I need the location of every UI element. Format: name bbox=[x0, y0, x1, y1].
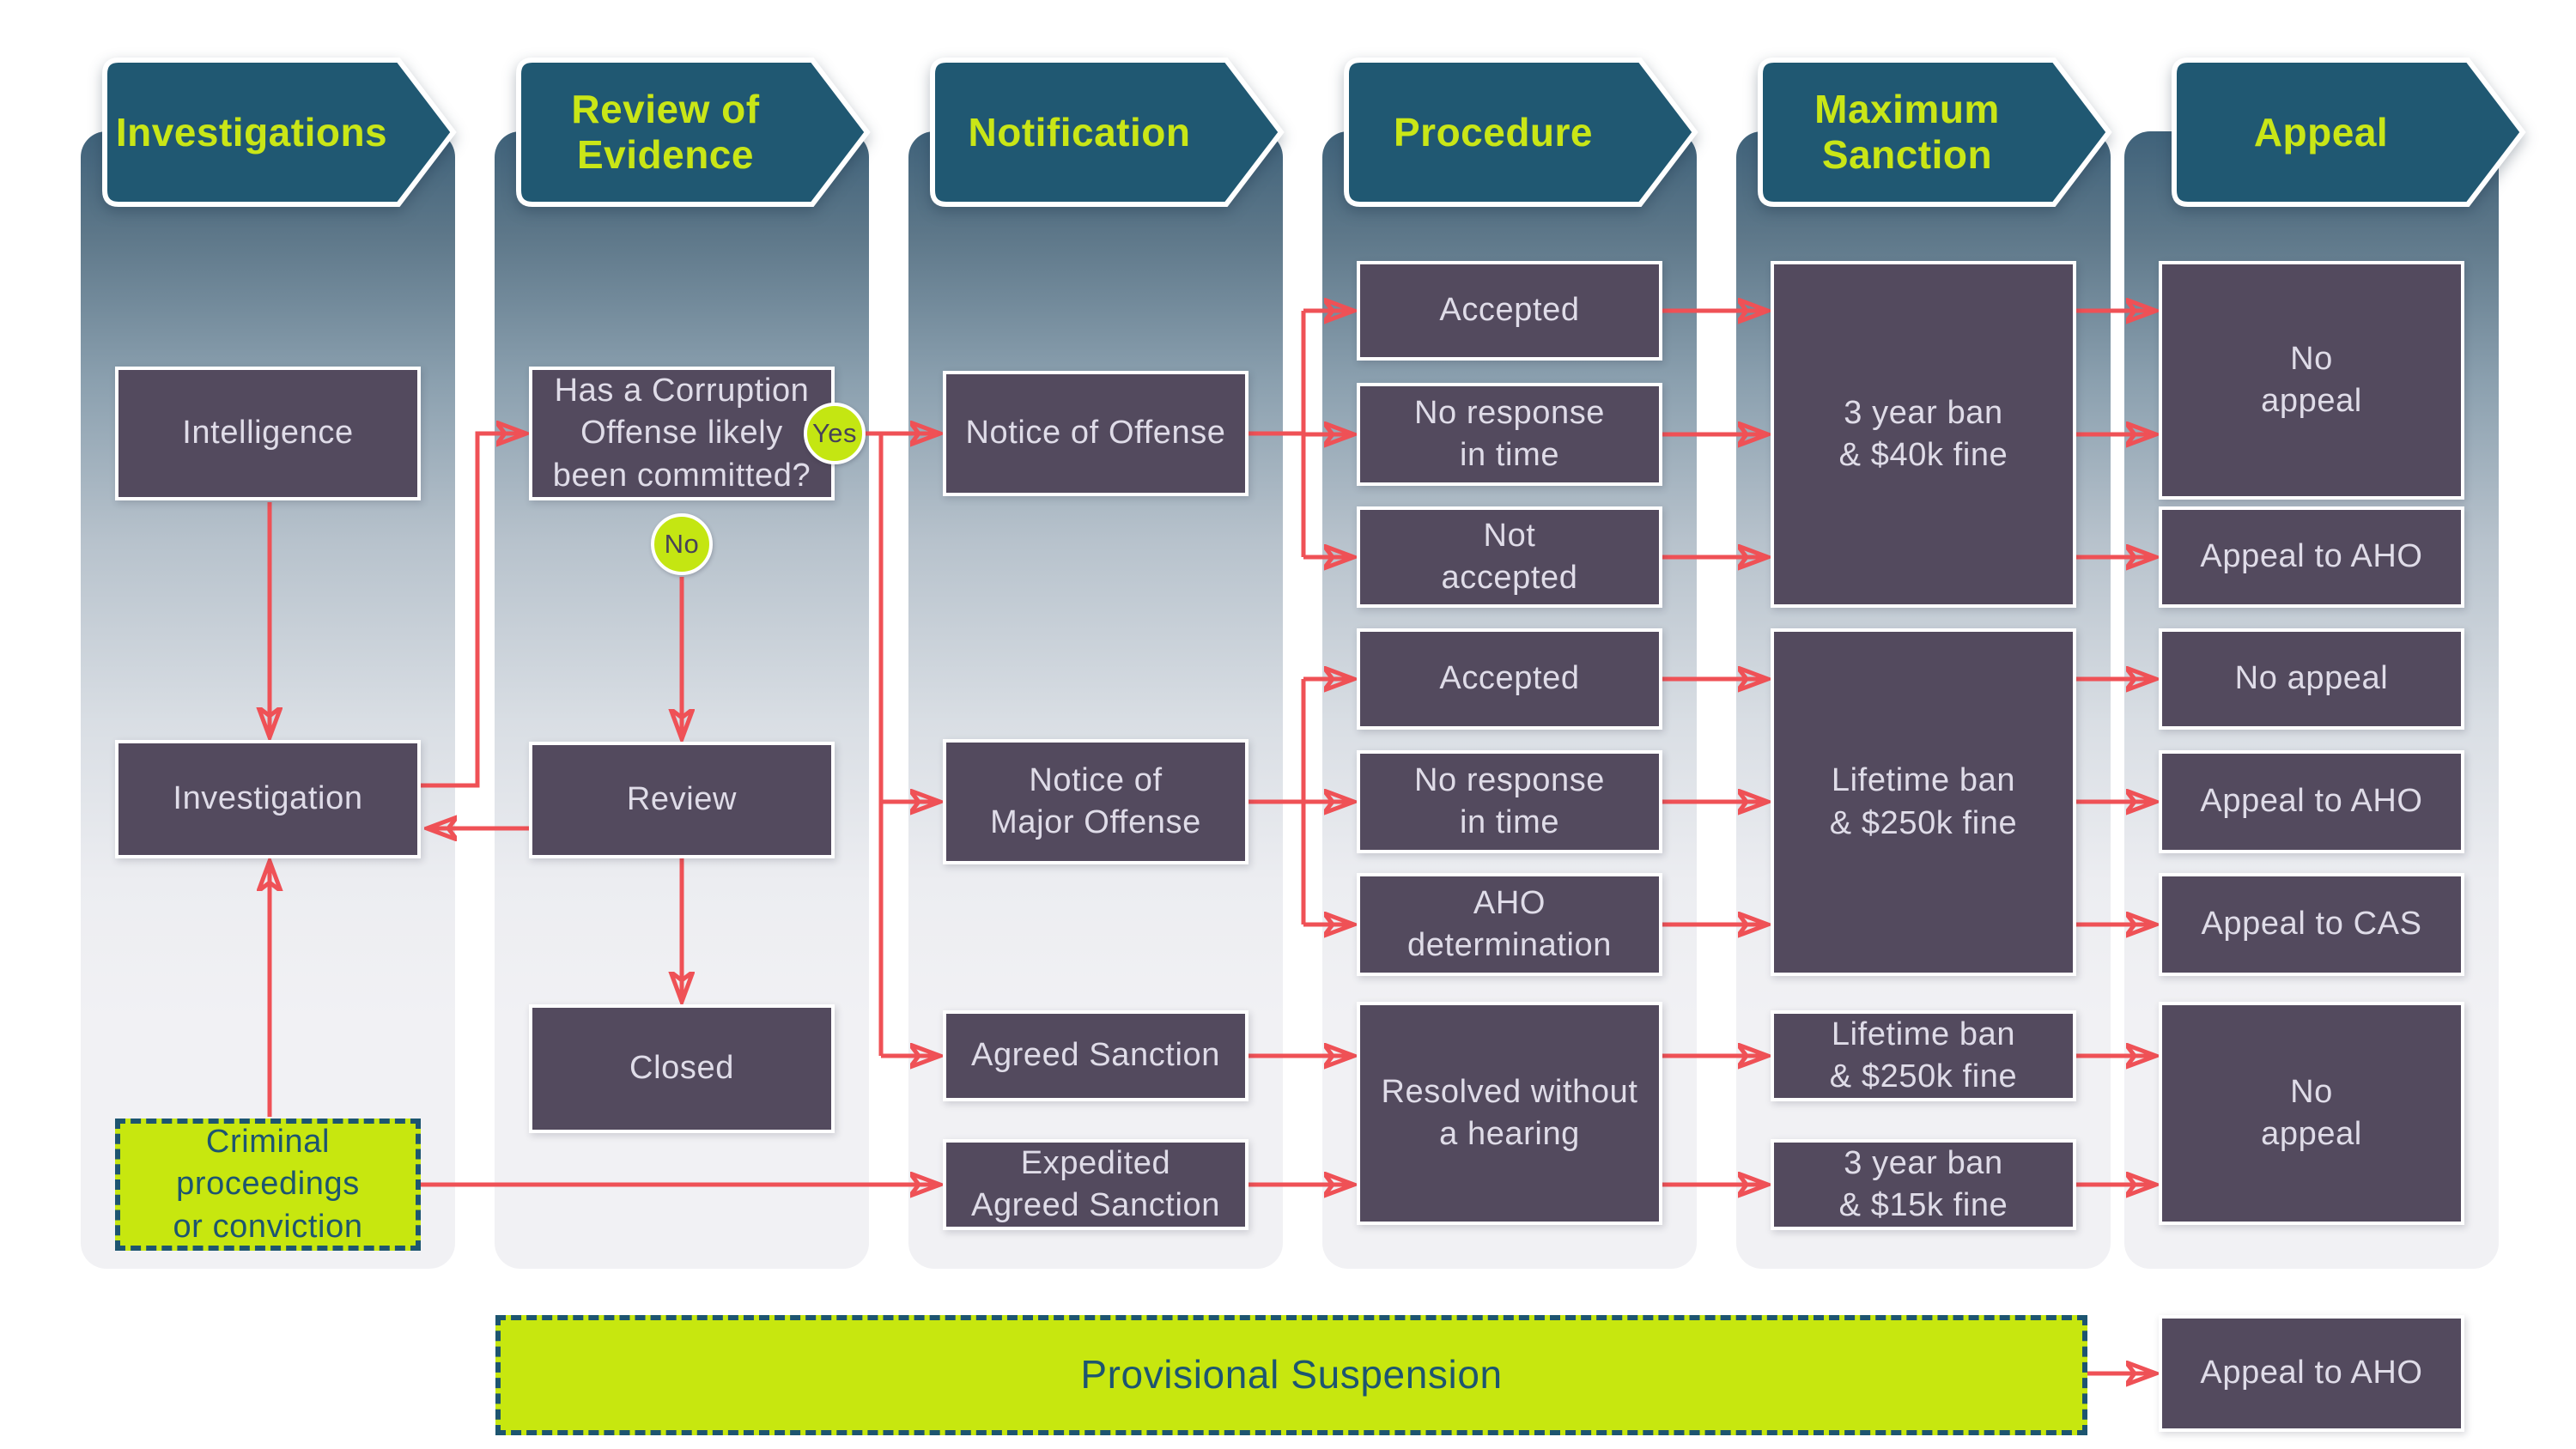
column-header-chevron-investigations: Investigations bbox=[96, 55, 465, 209]
decision-no-badge: No bbox=[651, 513, 713, 575]
column-header-chevron-review-of-evidence: Review of Evidence bbox=[510, 55, 879, 209]
column-header-review-of-evidence: Review of Evidence bbox=[571, 87, 760, 177]
node-not-accepted: Not accepted bbox=[1357, 506, 1662, 608]
column-header-chevron-appeal: Appeal bbox=[2166, 55, 2535, 209]
node-appeal-to-aho-2: Appeal to AHO bbox=[2159, 750, 2464, 853]
node-agreed-sanction: Agreed Sanction bbox=[943, 1010, 1249, 1101]
node-accepted-2: Accepted bbox=[1357, 628, 1662, 730]
node-aho-determination: AHO determination bbox=[1357, 873, 1662, 976]
node-no-appeal-1: No appeal bbox=[2159, 261, 2464, 500]
node-lifetime-ban-250k-small: Lifetime ban & $250k fine bbox=[1771, 1010, 2076, 1101]
column-header-appeal: Appeal bbox=[2253, 109, 2389, 155]
node-review: Review bbox=[529, 742, 835, 858]
node-3-year-ban-15k: 3 year ban & $15k fine bbox=[1771, 1139, 2076, 1230]
chevron-shape bbox=[516, 58, 871, 207]
node-3-year-ban-40k: 3 year ban & $40k fine bbox=[1771, 261, 2076, 608]
node-appeal-to-aho-3: Appeal to AHO bbox=[2159, 1315, 2464, 1432]
node-no-response-2: No response in time bbox=[1357, 750, 1662, 853]
node-investigation: Investigation bbox=[115, 740, 421, 858]
node-no-appeal-3: No appeal bbox=[2159, 1002, 2464, 1225]
node-lifetime-ban-250k: Lifetime ban & $250k fine bbox=[1771, 628, 2076, 976]
column-header-chevron-maximum-sanction: Maximum Sanction bbox=[1752, 55, 2121, 209]
node-provisional-suspension: Provisional Suspension bbox=[495, 1315, 2087, 1435]
chevron-shape bbox=[1344, 58, 1698, 207]
chevron-shape bbox=[1758, 58, 2112, 207]
node-accepted-1: Accepted bbox=[1357, 261, 1662, 361]
column-header-chevron-procedure: Procedure bbox=[1338, 55, 1707, 209]
column-header-investigations: Investigations bbox=[115, 109, 388, 155]
node-no-response-1: No response in time bbox=[1357, 383, 1662, 486]
node-no-appeal-2: No appeal bbox=[2159, 628, 2464, 730]
node-resolved-without-hearing: Resolved without a hearing bbox=[1357, 1002, 1662, 1225]
node-expedited-agreed-sanction: Expedited Agreed Sanction bbox=[943, 1139, 1249, 1230]
column-header-notification: Notification bbox=[968, 109, 1191, 155]
chevron-shape bbox=[930, 58, 1285, 207]
chevron-shape bbox=[2172, 58, 2526, 207]
edge-investigation-to-corruption-q bbox=[421, 433, 524, 788]
node-notice-of-major-offense: Notice of Major Offense bbox=[943, 739, 1249, 864]
node-appeal-to-aho-1: Appeal to AHO bbox=[2159, 506, 2464, 608]
node-intelligence: Intelligence bbox=[115, 367, 421, 500]
chevron-shape bbox=[102, 58, 457, 207]
column-header-maximum-sanction: Maximum Sanction bbox=[1814, 87, 2000, 177]
column-header-chevron-notification: Notification bbox=[924, 55, 1293, 209]
node-appeal-to-cas: Appeal to CAS bbox=[2159, 873, 2464, 976]
column-header-procedure: Procedure bbox=[1393, 109, 1594, 155]
node-notice-of-offense: Notice of Offense bbox=[943, 371, 1249, 496]
decision-yes-badge: Yes bbox=[804, 403, 866, 464]
node-criminal-proceedings: Criminal proceedings or conviction bbox=[115, 1119, 421, 1251]
node-closed: Closed bbox=[529, 1004, 835, 1133]
node-corruption-question: Has a Corruption Offense likely been com… bbox=[529, 367, 835, 500]
